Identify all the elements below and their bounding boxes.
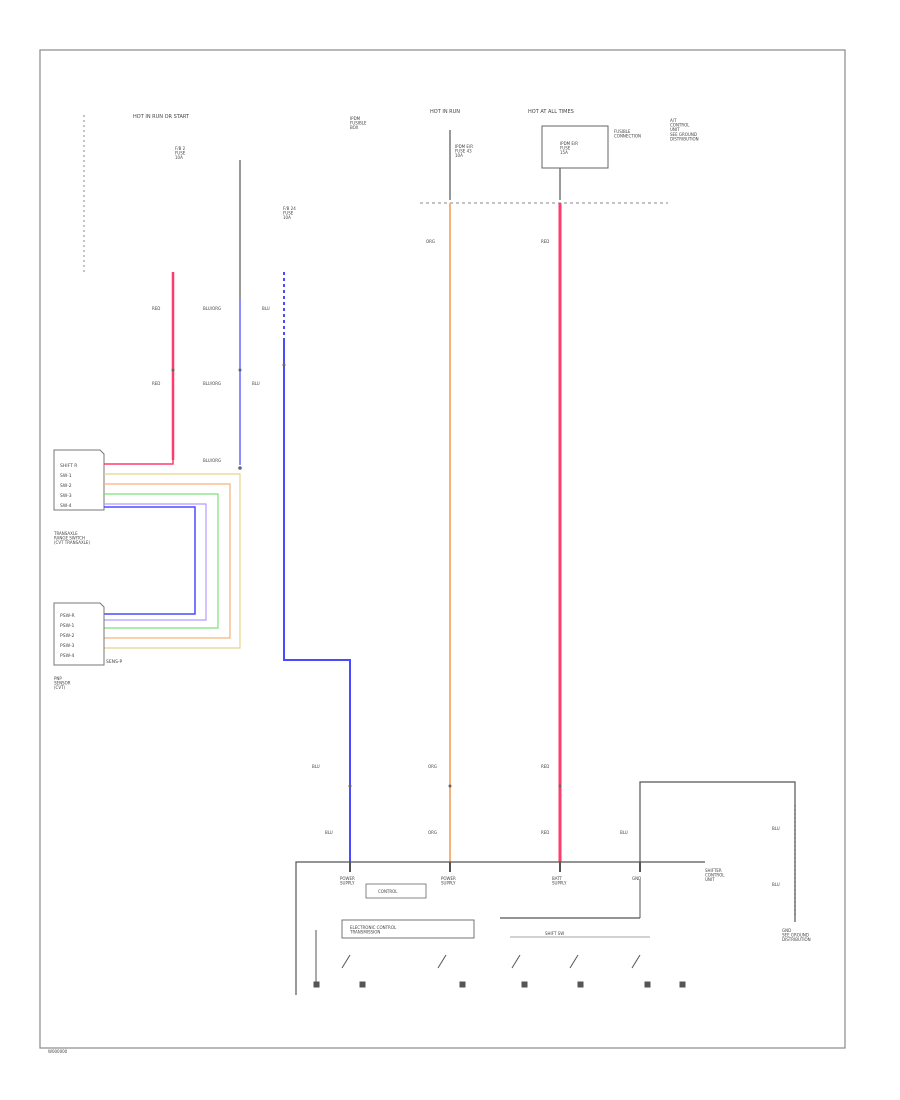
tcm-pin-4: SW-3 (60, 493, 72, 499)
harness-purple (104, 503, 207, 621)
wire-label-red-bottom-1: RED (541, 764, 549, 769)
diagram-frame (39, 49, 846, 1049)
internal-block-control-text: CONTROL (378, 889, 398, 894)
internal-block-shiftsw-text: SHIFT SW (545, 931, 564, 936)
harness-blue (104, 506, 196, 615)
tcm-pin-2: SW-1 (60, 473, 72, 479)
connector-dot (558, 784, 562, 788)
sensor-pin-6: SENS-P (106, 659, 123, 665)
control-unit-outline (295, 861, 705, 995)
wire-label-red-1: RED (152, 306, 160, 311)
label-hot-at-all-times: HOT AT ALL TIMES (528, 109, 574, 115)
tcm-pin-5: SW-4 (60, 503, 72, 509)
sensor-pin-4: PSW-3 (60, 643, 74, 649)
internal-block-ect (341, 919, 475, 939)
wire-label-blu-2: BLU (252, 381, 260, 386)
sensor-pin-3: PSW-2 (60, 633, 74, 639)
label-hot-in-run: HOT IN RUN (430, 109, 460, 115)
wire-label-org-bottom-1: ORG (428, 764, 437, 769)
fuse-box (541, 125, 609, 169)
ground-wire-label-1: BLU (772, 826, 780, 831)
connector-dot (171, 368, 175, 372)
switch-symbols (313, 930, 686, 988)
sensor-connector (53, 602, 105, 666)
tcm-pin-3: SW-2 (60, 483, 72, 489)
wire-label-blu-org-3: BLU/ORG (203, 458, 221, 463)
internal-block-control (365, 883, 427, 899)
wire-label-red-2: RED (152, 381, 160, 386)
wire-label-blu-org-1: BLU/ORG (203, 306, 221, 311)
harness-orange (104, 483, 231, 639)
wire-label-red-top: RED (541, 239, 549, 244)
connector-dot (282, 363, 286, 367)
footer-code: W000000 (48, 1049, 68, 1054)
wire-label-blu-right: BLU (620, 830, 628, 835)
wire-label-red-bottom-2: RED (541, 830, 549, 835)
ground-wire (639, 781, 796, 922)
sensor-pin-1: PSW-R (60, 613, 75, 619)
connector-dot (348, 784, 352, 788)
wire-label-org-top: ORG (426, 239, 435, 244)
connector-dot (238, 368, 242, 372)
unit-pin-4: GND (632, 876, 641, 881)
sensor-pin-2: PSW-1 (60, 623, 74, 629)
harness-yellow (104, 473, 241, 649)
ground-wire-label-2: BLU (772, 882, 780, 887)
sensor-pin-5: PSW-4 (60, 653, 74, 659)
harness-green (104, 493, 219, 629)
harness-red (104, 458, 174, 465)
wire-label-org-bottom-2: ORG (428, 830, 437, 835)
tcm-connector (53, 449, 105, 511)
wire-label-blu-bottom-1: BLU (312, 764, 320, 769)
wire-label-blu-org-2: BLU/ORG (203, 381, 221, 386)
wire-blue-main (283, 340, 351, 862)
connector-dot (448, 784, 452, 788)
wire-label-blu-1: BLU (262, 306, 270, 311)
connector-dot (238, 466, 242, 470)
label-hot-run-start: HOT IN RUN OR START (133, 114, 190, 120)
wire-label-blu-bottom-2: BLU (325, 830, 333, 835)
tcm-pin-1: SHIFT R (60, 463, 77, 469)
